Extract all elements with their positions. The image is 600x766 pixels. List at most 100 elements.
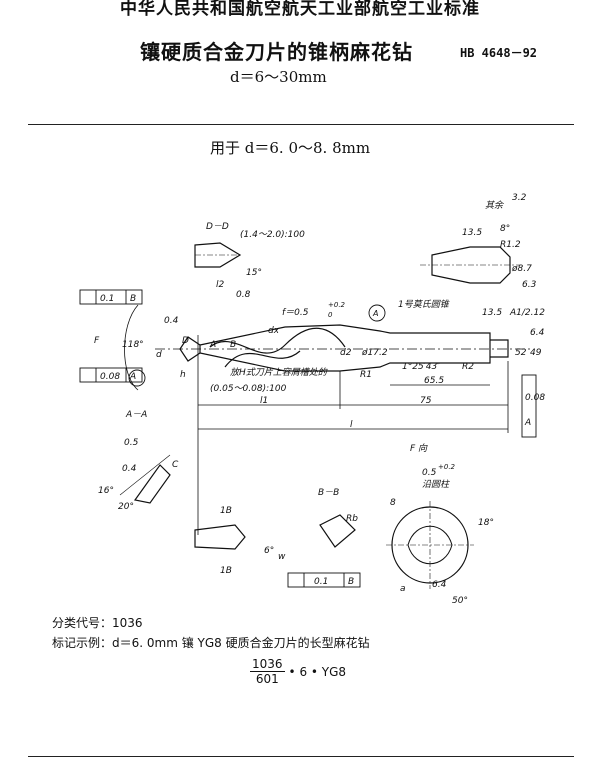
bottom-rule: [28, 756, 574, 757]
designation-rest: • 6 • YG8: [288, 664, 347, 679]
label-rb: Rb: [346, 514, 358, 524]
drill-body-outline: [199, 324, 491, 372]
designation-fraction: 1036 601 • 6 • YG8: [250, 657, 346, 686]
label-a1: A1/2.12: [509, 308, 545, 318]
label-b: B: [230, 340, 236, 350]
label-d: d: [156, 350, 162, 360]
technical-drawing: 其余 3.2 D－D (1.4～2.0):100 15° 0.8 l2 0.1 …: [79, 193, 545, 606]
label-view-dd: D－D: [206, 222, 229, 232]
label-f-a: a: [400, 584, 406, 594]
label-aa-04: 0.4: [122, 464, 137, 474]
label-dim-135: 13.5: [482, 308, 502, 318]
label-f-05-tol: +0.2: [438, 463, 456, 471]
label-view-aa: A－A: [125, 410, 147, 420]
label-point-angle: 118°: [122, 340, 144, 350]
shank-tang: [490, 339, 509, 358]
aa-section: [133, 464, 171, 504]
flatness-frame: [287, 572, 361, 588]
label-aa-c: C: [172, 460, 179, 470]
flute-curve-1: [209, 327, 346, 354]
label-f-50: 50°: [452, 596, 468, 606]
label-tol-a-ref: A: [129, 372, 136, 382]
designation-denominator: 601: [255, 672, 279, 686]
circle-callout-b: [128, 369, 146, 387]
tol-frame-b: [79, 289, 143, 305]
label-dia-49: 49: [530, 348, 542, 358]
label-d2-dia: ø17.2: [361, 348, 388, 358]
label-f-05: 0.5: [422, 468, 437, 478]
insert-detail: [194, 524, 246, 550]
label-dia-87: ø8.7: [511, 264, 532, 274]
label-dd-angle: 15°: [246, 268, 262, 278]
label-runout: 0.08: [525, 393, 545, 403]
label-aa-05: 0.5: [124, 438, 139, 448]
label-d-upper: D: [182, 336, 189, 346]
label-rough-63: 6.3: [522, 280, 537, 290]
label-angle-6: 6°: [264, 546, 274, 556]
label-taper-note: 1号莫氏圆锥: [398, 299, 450, 310]
label-view-f: F 向: [410, 443, 428, 454]
standard-organization: 中华人民共和国航空航天工业部航空工业标准: [120, 0, 480, 19]
top-rule: [28, 124, 574, 125]
label-f-64: 6.4: [432, 580, 447, 590]
label-back-taper: (0.05～0.08):100: [210, 384, 287, 394]
label-r12: R1.2: [500, 240, 521, 250]
label-sec-1b: 1B: [220, 506, 232, 516]
label-aa-16: 16°: [98, 486, 114, 496]
section-heading: 用于 d＝6. 0～8. 8mm: [210, 139, 371, 157]
label-l1: l1: [260, 396, 268, 406]
label-sec-1b-bottom: 1B: [220, 566, 232, 576]
label-taper-angle: 1°25′43″: [402, 362, 441, 372]
label-w: w: [278, 552, 286, 562]
label-dim-655: 65.5: [424, 376, 444, 386]
label-roughness-rest: 其余: [485, 200, 504, 211]
label-angle-8: 8°: [500, 224, 510, 234]
label-f-tol: f＝0.5: [282, 308, 309, 318]
label-dim-75: 75: [420, 396, 432, 406]
bb-section: [319, 514, 356, 548]
label-f-tol-sup: +0.2: [328, 301, 346, 309]
label-rough-64: 6.4: [530, 328, 545, 338]
label-tol-b: 0.1: [100, 294, 114, 304]
label-margin: 沿圆柱: [422, 479, 450, 490]
label-rough-04: 0.4: [164, 316, 179, 326]
designation-numerator: 1036: [250, 657, 285, 672]
label-d2: d2: [340, 348, 352, 358]
label-dd-l2: l2: [216, 280, 225, 290]
label-runout-ref: A: [524, 418, 531, 428]
label-a: A: [209, 340, 216, 350]
page-title: 镶硬质合金刀片的锥柄麻花钻: [140, 40, 413, 64]
label-b-ang: 8: [390, 498, 396, 508]
label-l: l: [350, 420, 353, 430]
label-fit-note: 放H式刀片上容屑槽处的: [230, 367, 328, 378]
classification-code: 分类代号：1036: [52, 616, 143, 630]
label-r2: R2: [462, 362, 474, 372]
label-tol-a: 0.08: [100, 372, 120, 382]
tol-frame-a: [79, 367, 143, 383]
label-r1: R1: [360, 370, 372, 380]
label-dx: dx: [268, 326, 280, 336]
label-circle-a: A: [372, 309, 378, 318]
label-aa-20: 20°: [118, 502, 134, 512]
runout-frame: [521, 374, 537, 438]
label-view-bb: B－B: [318, 488, 339, 498]
label-dim-135-top: 13.5: [462, 228, 482, 238]
dd-section: [194, 242, 242, 268]
diameter-range: d＝6～30mm: [230, 68, 327, 86]
flute-curve-2: [224, 350, 301, 368]
label-dia-52: 52: [515, 348, 527, 358]
circle-callout-a: [368, 304, 386, 322]
shank-end-view: [431, 246, 511, 284]
label-flat-tol: 0.1: [314, 577, 328, 587]
label-tol-b-ref: B: [130, 294, 136, 304]
label-f: F: [94, 336, 100, 346]
label-dd-rough: 0.8: [236, 290, 251, 300]
label-roughness-rest-val: 3.2: [512, 193, 527, 203]
label-angle-18: 18°: [478, 518, 494, 528]
label-f-tol-sub: 0: [328, 311, 333, 319]
marking-example: 标记示例：d＝6. 0mm 镶 YG8 硬质合金刀片的长型麻花钻: [52, 636, 370, 650]
standard-number: HB 4648－92: [460, 46, 538, 60]
label-h: h: [180, 370, 186, 380]
label-flat-ref: B: [348, 577, 354, 587]
label-dd-tol: (1.4～2.0):100: [240, 230, 305, 240]
